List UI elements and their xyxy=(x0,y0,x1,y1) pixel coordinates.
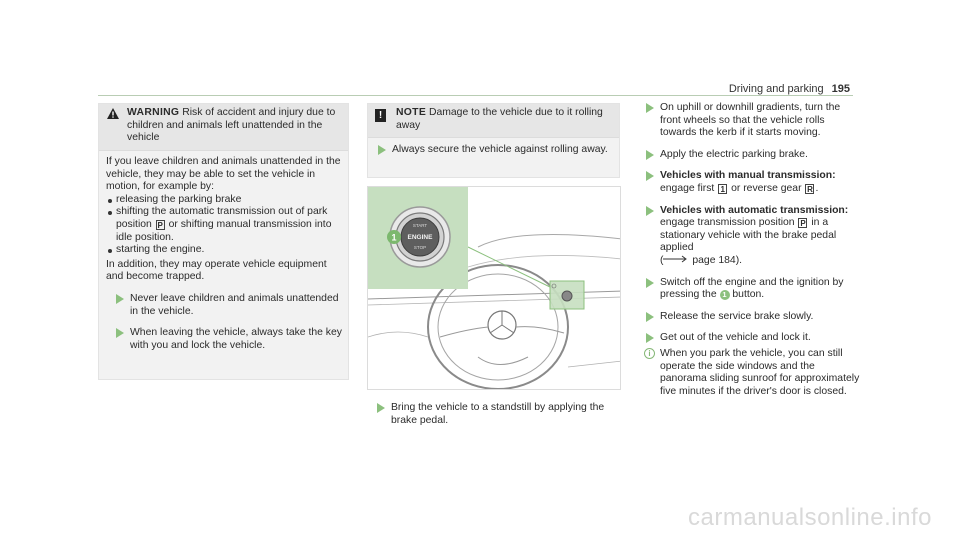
page-reference[interactable]: page 184). xyxy=(692,254,743,266)
step-arrow-icon xyxy=(377,403,385,413)
note-header: ! NOTE Damage to the vehicle due to it r… xyxy=(368,104,619,138)
warning-bullet: shifting the automatic transmission out … xyxy=(106,206,344,244)
instruction-step: Get out of the vehicle and lock it. xyxy=(636,332,861,345)
start-stop-button-drawing: START ENGINE STOP 1 xyxy=(387,206,451,268)
step-text: Never leave children and animals unatten… xyxy=(130,292,339,317)
instruction-step: Release the service brake slowly. xyxy=(636,311,861,324)
gear-p-symbol: P xyxy=(155,219,165,230)
warning-title: WARNING Risk of accident and injury due … xyxy=(127,107,341,145)
instruction-step: On uphill or downhill gradients, turn th… xyxy=(636,102,861,140)
note-step: Always secure the vehicle against rollin… xyxy=(368,144,618,157)
instruction-step: Switch off the engine and the ignition b… xyxy=(636,277,861,302)
callout-number: 1 xyxy=(391,233,396,243)
instruction-step: Apply the electric parking brake. xyxy=(636,149,861,162)
button-text-engine: ENGINE xyxy=(408,234,434,241)
watermark: carmanualsonline.info xyxy=(688,504,932,532)
warning-box: WARNING Risk of accident and injury due … xyxy=(98,103,349,380)
step-text: engage first xyxy=(660,182,715,194)
step-text: Always secure the vehicle against rollin… xyxy=(392,144,608,155)
instruction-step: Vehicles with automatic transmission: en… xyxy=(636,205,861,268)
page-reference-arrow-icon xyxy=(663,255,688,263)
bullet-dot xyxy=(108,198,112,203)
note-title-text: Damage to the vehicle due to it rolling … xyxy=(396,107,603,131)
step-arrow-icon xyxy=(646,205,654,216)
button-text-start: START xyxy=(413,223,428,228)
note-title: NOTE Damage to the vehicle due to it rol… xyxy=(396,107,612,132)
section-title: Driving and parking xyxy=(728,83,824,95)
gear-p-symbol: P xyxy=(798,218,808,229)
step-text: button. xyxy=(732,289,765,301)
bullet-text: releasing the parking brake xyxy=(116,193,242,205)
step-arrow-icon xyxy=(646,277,654,288)
step-text: in a stationary vehicle with the brake p… xyxy=(660,217,837,254)
warning-body: If you leave children and animals unatte… xyxy=(106,156,344,352)
step-arrow-icon xyxy=(378,145,386,155)
exclamation-icon: ! xyxy=(375,109,386,122)
instructions-column: On uphill or downhill gradients, turn th… xyxy=(636,102,861,398)
figure-step: Bring the vehicle to a standstill by app… xyxy=(367,402,621,427)
step-text: or reverse gear xyxy=(731,182,802,194)
step-text: Bring the vehicle to a standstill by app… xyxy=(391,402,605,426)
page-number: 195 xyxy=(831,83,850,95)
start-stop-callout: START ENGINE STOP 1 xyxy=(368,187,468,289)
warning-label: WARNING xyxy=(127,107,180,118)
step-text: Get out of the vehicle and lock it. xyxy=(660,332,811,344)
warning-triangle-icon xyxy=(107,108,119,119)
header-rule xyxy=(98,95,853,96)
warning-bullet: releasing the parking brake xyxy=(106,194,344,207)
step-text: Switch off the engine and the ignition b… xyxy=(660,276,844,301)
page-header: Driving and parking 195 xyxy=(0,0,960,96)
warning-step: Never leave children and animals unatten… xyxy=(106,293,344,318)
warning-consequence: In addition, they may operate vehicle eq… xyxy=(106,258,327,283)
cockpit-drawing xyxy=(368,234,620,389)
gear-r-symbol: R xyxy=(805,183,815,194)
step-arrow-icon xyxy=(646,149,654,160)
step-arrow-icon xyxy=(646,103,654,113)
step-heading: Vehicles with automatic transmission: xyxy=(660,204,849,216)
step-text: On uphill or downhill gradients, turn th… xyxy=(660,102,841,139)
step-arrow-icon xyxy=(116,293,124,304)
warning-bullet: starting the engine. xyxy=(106,244,344,257)
running-header: Driving and parking 195 xyxy=(729,83,850,96)
cockpit-illustration: START ENGINE STOP 1 xyxy=(367,186,621,390)
step-arrow-icon xyxy=(116,328,124,339)
step-arrow-icon xyxy=(646,333,654,344)
step-arrow-icon xyxy=(646,171,654,182)
step-text: Release the service brake slowly. xyxy=(660,310,814,322)
step-text: engage transmission position xyxy=(660,217,795,229)
bullet-text: starting the engine. xyxy=(116,244,205,256)
bullet-dot xyxy=(108,211,112,216)
step-heading: Vehicles with manual transmission: xyxy=(660,170,836,182)
info-text: When you park the vehicle, you can still… xyxy=(660,347,860,397)
note-label: NOTE xyxy=(396,107,427,118)
instruction-step: Vehicles with manual transmission: engag… xyxy=(636,170,861,195)
step-text: Apply the electric parking brake. xyxy=(660,148,808,160)
note-box: ! NOTE Damage to the vehicle due to it r… xyxy=(367,103,620,178)
gear-1-symbol: 1 xyxy=(718,183,728,194)
info-icon: i xyxy=(644,347,655,359)
warning-intro: If you leave children and animals unatte… xyxy=(106,156,341,193)
bullet-text: or shifting manual transmission into idl… xyxy=(116,218,332,243)
info-note: i When you park the vehicle, you can sti… xyxy=(636,347,861,398)
warning-title-text: Risk of accident and injury due to child… xyxy=(127,107,336,144)
step-arrow-icon xyxy=(646,311,654,322)
warning-step: When leaving the vehicle, always take th… xyxy=(106,327,344,352)
warning-header: WARNING Risk of accident and injury due … xyxy=(99,104,348,151)
callout-badge: 1 xyxy=(719,290,730,301)
bullet-dot xyxy=(108,249,112,254)
bullet-text: shifting the automatic transmission out … xyxy=(116,206,328,230)
button-text-stop: STOP xyxy=(414,245,426,250)
step-text: When leaving the vehicle, always take th… xyxy=(130,327,342,351)
